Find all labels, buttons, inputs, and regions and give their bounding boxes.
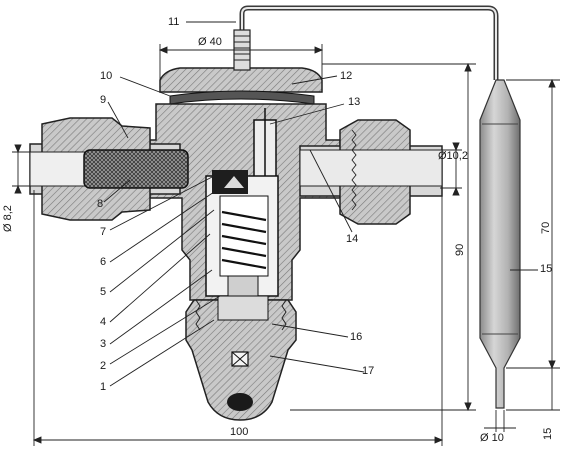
dimension-diameter-8-2: Ø 8,2 [2, 205, 14, 232]
callout-8: 8 [97, 198, 104, 210]
dimension-length-15: 15 [542, 427, 554, 440]
inlet-pipe [29, 117, 189, 221]
callout-2: 2 [100, 360, 107, 372]
thermal-bulb [479, 79, 521, 409]
callout-1: 1 [100, 381, 107, 393]
outlet-pipe [299, 119, 443, 225]
callout-15: 15 [540, 263, 553, 275]
callout-4: 4 [100, 316, 107, 328]
callout-5: 5 [100, 286, 107, 298]
dimension-diameter-10-2: Ø10,2 [438, 150, 468, 162]
callout-10: 10 [100, 70, 113, 82]
dimension-length-90: 90 [454, 243, 466, 256]
internal-mechanism [205, 29, 279, 321]
callout-3: 3 [100, 338, 107, 350]
dimension-diameter-10: Ø 10 [480, 432, 504, 444]
callout-7: 7 [100, 226, 107, 238]
callout-13: 13 [348, 96, 361, 108]
dimension-diameter-40: Ø 40 [198, 36, 222, 48]
callout-6: 6 [100, 256, 107, 268]
callout-16: 16 [350, 331, 363, 343]
callout-17: 17 [362, 365, 375, 377]
callout-9: 9 [100, 94, 107, 106]
callout-11: 11 [168, 16, 180, 28]
callout-14: 14 [346, 233, 359, 245]
dimension-lines [12, 21, 560, 446]
dimension-length-100: 100 [230, 426, 249, 438]
dimension-length-70: 70 [540, 221, 552, 234]
callout-12: 12 [340, 70, 353, 82]
